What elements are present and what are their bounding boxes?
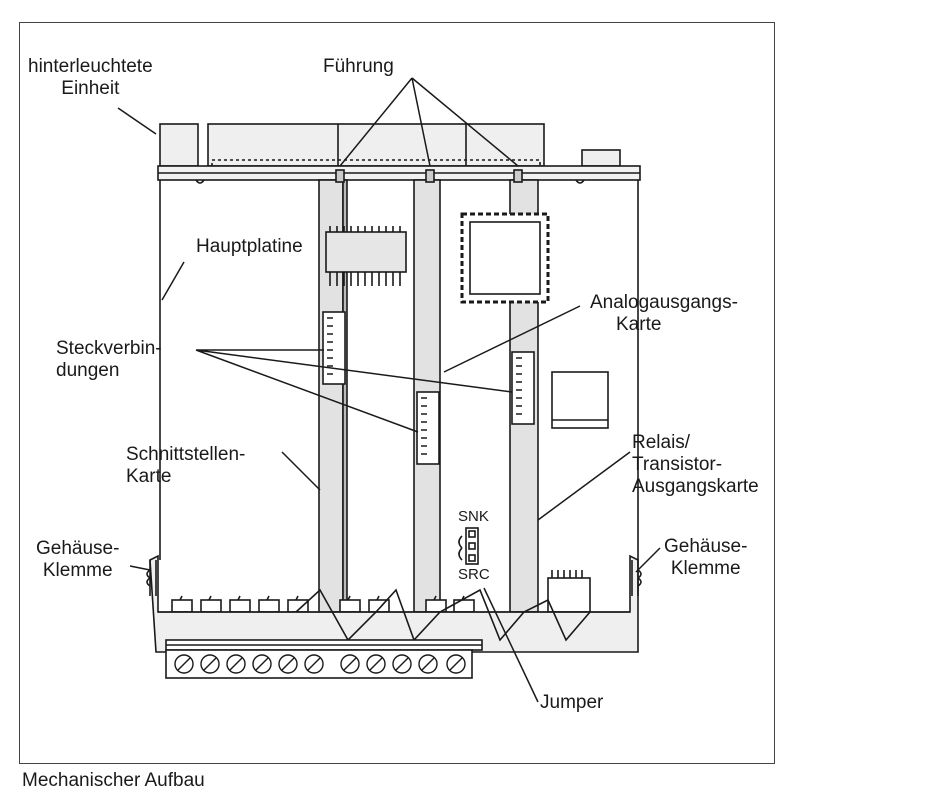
label-fuehrung: Führung (323, 56, 394, 77)
leader-klemme-right (635, 547, 661, 573)
housing-bottom (149, 554, 639, 653)
relay-component (551, 371, 609, 429)
leader-analog (443, 305, 581, 373)
leader-fuehrung (339, 77, 519, 167)
label-hinterleuchtete-einheit: hinterleuchtete Einheit (28, 56, 153, 99)
connector-1 (322, 311, 346, 385)
label-analogausgangs-karte: Analogausgangs- Karte (590, 292, 738, 335)
screw-terminals (165, 649, 473, 679)
label-relais-ausgangskarte: Relais/ Transistor- Ausgangskarte (632, 432, 759, 497)
main-board (159, 180, 639, 560)
label-gehaeuse-klemme-left: Gehäuse- Klemme (36, 538, 120, 581)
ic-chip (325, 226, 407, 286)
housing-clamp-right (631, 560, 642, 596)
label-hauptplatine: Hauptplatine (196, 236, 303, 257)
diagram-frame (19, 22, 775, 764)
figure-caption: Mechanischer Aufbau (22, 770, 205, 791)
jumper-block (458, 527, 479, 565)
label-snk: SNK (458, 508, 489, 525)
leader-steckverbindungen (195, 349, 513, 433)
connector-2 (416, 391, 440, 465)
leader-hauptplatine (161, 261, 185, 301)
top-rail (157, 165, 641, 184)
leader-backlit (117, 107, 157, 135)
leader-schnittstellen (281, 451, 321, 491)
terminal-pins (171, 595, 475, 613)
connector-3 (511, 351, 535, 425)
leader-relais (537, 451, 631, 521)
leader-lines (117, 77, 661, 703)
leader-jumper (483, 587, 539, 703)
label-jumper: Jumper (540, 692, 604, 713)
label-gehaeuse-klemme-right: Gehäuse- Klemme (664, 536, 748, 579)
label-src: SRC (458, 566, 490, 583)
plcc-chip (460, 212, 550, 304)
leader-klemme-left (129, 565, 151, 571)
housing-clamp-left (146, 560, 157, 596)
label-steckverbindungen: Steckverbin- dungen (56, 338, 162, 381)
backlit-unit (159, 123, 621, 167)
label-schnittstellen-karte: Schnittstellen- Karte (126, 444, 246, 487)
analog-output-card (413, 169, 441, 613)
output-component (547, 570, 591, 613)
